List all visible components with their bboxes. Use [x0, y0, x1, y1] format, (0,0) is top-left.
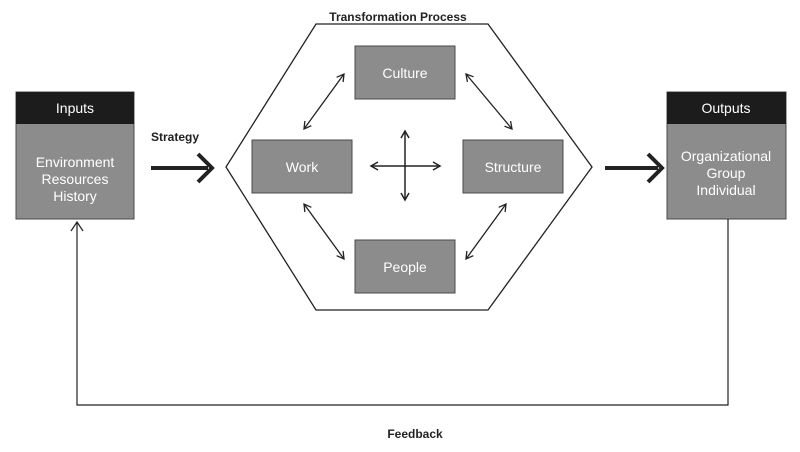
inputs-header: Inputs: [56, 100, 94, 116]
four-way-arrow-icon: [369, 129, 442, 202]
inputs-box: Inputs Environment Resources History: [15, 91, 135, 220]
feedback-label: Feedback: [387, 427, 443, 441]
outputs-line-2: Group: [707, 165, 746, 181]
structure-label: Structure: [485, 159, 542, 175]
feedback-loop: [70, 219, 729, 406]
arrow-work-people: [303, 202, 345, 261]
arrow-culture-structure: [465, 72, 513, 131]
outputs-header: Outputs: [701, 100, 750, 116]
culture-label: Culture: [382, 65, 427, 81]
structure-box: Structure: [462, 139, 564, 194]
arrow-culture-work: [303, 72, 345, 131]
outputs-box: Outputs Organizational Group Individual: [666, 91, 787, 220]
inputs-header-bar: [16, 92, 134, 124]
strategy-label: Strategy: [151, 130, 199, 144]
outputs-header-bar: [667, 92, 786, 124]
arrow-structure-people: [465, 202, 507, 261]
work-box: Work: [251, 139, 353, 194]
transformation-hexagon: [225, 23, 593, 311]
inputs-line-3: History: [53, 188, 97, 204]
culture-box: Culture: [354, 45, 456, 100]
output-arrow: [605, 152, 665, 184]
outputs-line-3: Individual: [696, 182, 755, 198]
people-box: People: [354, 239, 456, 294]
diagram-title: Transformation Process: [329, 10, 467, 24]
people-label: People: [383, 259, 427, 275]
inputs-line-2: Resources: [42, 171, 109, 187]
inputs-line-1: Environment: [36, 154, 115, 170]
work-label: Work: [286, 159, 319, 175]
strategy-arrow: [151, 152, 215, 184]
outputs-line-1: Organizational: [681, 148, 771, 164]
